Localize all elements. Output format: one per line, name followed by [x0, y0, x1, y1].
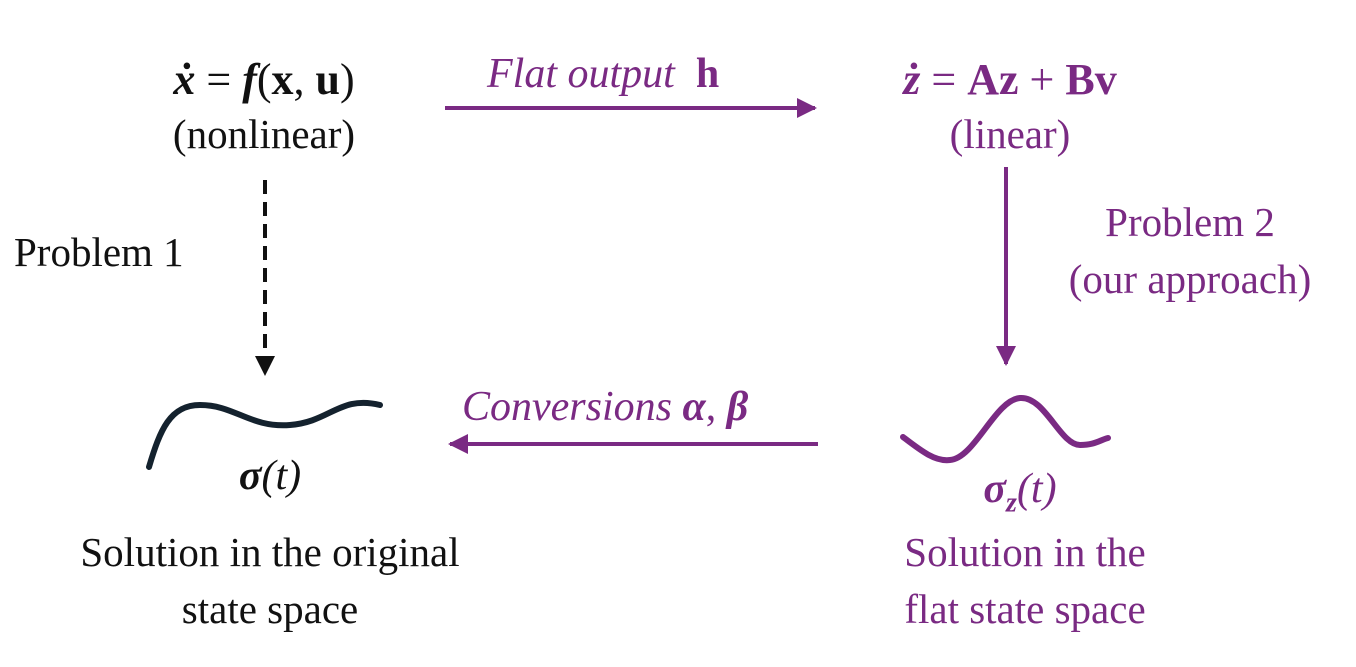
equals-sign: =: [195, 55, 243, 104]
sigma-symbol: σ: [983, 466, 1007, 512]
zdot-symbol: ż: [903, 55, 921, 104]
x-symbol: x: [271, 55, 294, 104]
original-solution-symbol: σ(t): [170, 452, 370, 500]
open-paren: (: [256, 55, 272, 104]
flat-solution-line1: Solution in the: [904, 529, 1146, 575]
linear-system-equation: ż = Az + Bv: [860, 54, 1160, 105]
flat-output-label: Flat output h: [487, 50, 719, 98]
h-symbol: h: [695, 51, 720, 97]
flat-output-text: Flat output: [487, 51, 675, 97]
linear-label: (linear): [949, 111, 1071, 157]
problem-2-label-line2: (our approach): [1068, 256, 1312, 302]
f-symbol: f: [242, 55, 257, 104]
nonlinear-label: (nonlinear): [172, 111, 356, 157]
equals-sign: =: [920, 55, 968, 104]
az-term: Az: [967, 55, 1019, 104]
problem-2-label-line1: Problem 2: [1105, 199, 1275, 245]
plus-sign: +: [1018, 55, 1066, 104]
alpha-symbol: α: [682, 384, 706, 430]
comma: ,: [293, 55, 316, 104]
bv-term: Bv: [1065, 55, 1117, 104]
flat-solution-symbol: σz(t): [935, 465, 1105, 519]
time-argument: (t): [261, 453, 302, 499]
xdot-symbol: ẋ: [173, 55, 196, 104]
u-symbol: u: [315, 55, 340, 104]
nonlinear-system-equation: ẋ = f(x, u): [140, 54, 388, 105]
flat-solution-line2: flat state space: [904, 586, 1146, 632]
time-argument: (t): [1016, 466, 1057, 512]
flat-solution-curve: [900, 395, 1111, 464]
original-solution-line2: state space: [181, 586, 359, 632]
conversions-label: Conversions α, β: [462, 383, 748, 431]
close-paren: ): [339, 55, 355, 104]
problem-1-label: Problem 1: [14, 229, 184, 275]
conversions-text: Conversions: [462, 384, 683, 430]
original-solution-curve: [146, 399, 383, 470]
original-solution-line1: Solution in the original: [80, 529, 460, 575]
comma: ,: [705, 384, 727, 430]
beta-symbol: β: [726, 384, 749, 430]
z-subscript: z: [1006, 487, 1017, 519]
sigma-symbol: σ: [238, 453, 262, 499]
